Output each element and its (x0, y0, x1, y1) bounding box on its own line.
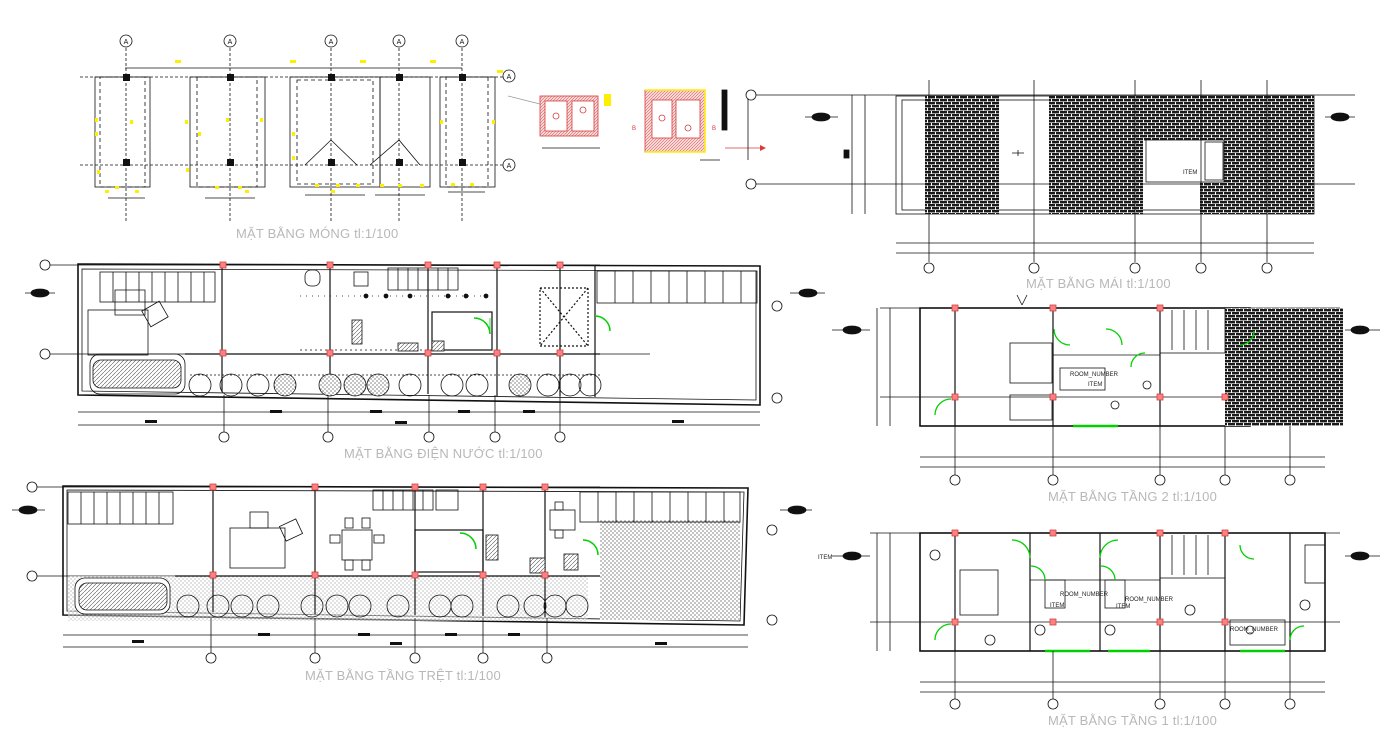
ground-parking-bays (176, 594, 589, 618)
ground-stairs (67, 489, 741, 525)
yellow-rebar-marks (95, 60, 503, 193)
section-marker-right (1325, 112, 1355, 122)
room-tag: ITEM (1183, 170, 1198, 176)
section-marker-right (780, 505, 812, 515)
svg-text:B: B (632, 126, 636, 132)
section-marker-left (832, 551, 870, 561)
room-tag: ITEM (1088, 382, 1103, 388)
room-tag: ITEM (818, 555, 833, 561)
roof-plan (745, 80, 1355, 274)
section-marker-right (1345, 325, 1380, 335)
ground-floor-plan (12, 481, 812, 664)
section-marker-right (1345, 551, 1380, 561)
room-tag: ROOM_NUMBER (1230, 627, 1279, 633)
room-tag: ROOM_NUMBER (1070, 372, 1119, 378)
foundation-axis-markers (80, 34, 516, 222)
ground-floor-plan-caption: MẶT BẰNG TẦNG TRỆT tl:1/100 (305, 668, 501, 683)
room-tag: ROOM_NUMBER (1125, 597, 1174, 603)
foundation-plan-caption: MẶT BẰNG MÓNG tl:1/100 (236, 226, 399, 241)
septic-tank-details: B B (507, 89, 766, 161)
section-marker-left (25, 288, 55, 298)
dimension-blocks (145, 410, 684, 424)
axis-label: A (397, 39, 402, 46)
section-marker-right (790, 288, 825, 298)
section-marker-left (12, 505, 45, 515)
axis-label: A (507, 74, 512, 81)
floor1-plan-caption: MẶT BẰNG TẦNG 1 tl:1/100 (1048, 713, 1218, 728)
axis-label: A (460, 39, 465, 46)
axis-label: A (228, 39, 233, 46)
utilities-grid-columns (219, 261, 564, 357)
room-tag: ITEM (1050, 603, 1065, 609)
foundation-plan: A A A A A A A (80, 34, 516, 222)
roof-plan-caption: MẶT BẰNG MÁI tl:1/100 (1026, 276, 1171, 291)
floor2-plan (832, 294, 1380, 486)
axis-label: A (507, 163, 512, 170)
room-tag: ITEM (1116, 604, 1131, 610)
svg-text:B: B (712, 126, 716, 132)
interior-walls (185, 266, 600, 397)
axis-label: A (124, 39, 129, 46)
utilities-plan (25, 259, 825, 443)
floor2-plan-caption: MẶT BẰNG TẦNG 2 tl:1/100 (1048, 489, 1218, 504)
utilities-plan-caption: MẶT BẰNG ĐIỆN NƯỚC tl:1/100 (344, 446, 543, 461)
floor1-plan (832, 529, 1380, 710)
section-marker-left (832, 325, 870, 335)
column-blocks (123, 74, 466, 166)
section-marker-left (805, 112, 838, 122)
room-tag: ROOM_NUMBER (1060, 592, 1109, 598)
axis-label: A (329, 39, 334, 46)
parking-bays (188, 373, 602, 397)
